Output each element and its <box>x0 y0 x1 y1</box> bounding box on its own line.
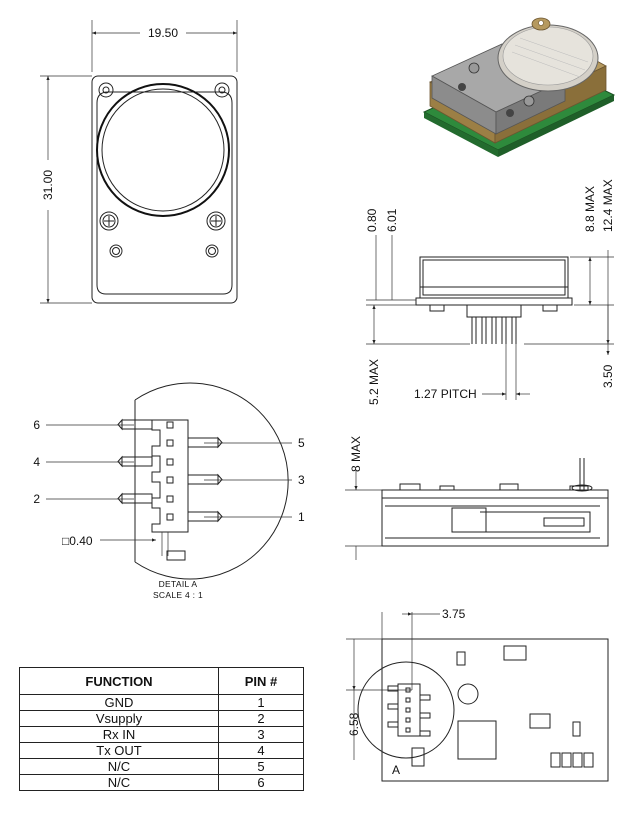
mount-hole <box>205 244 219 258</box>
detail-a-view: 6 5 4 3 2 1 □0.40 DETAIL A SCALE 4 : 1 <box>33 382 305 600</box>
bottom-outline <box>381 638 609 782</box>
table-row: Rx IN 3 <box>19 726 304 743</box>
table-cell-pin: 3 <box>218 726 304 743</box>
detail-title: DETAIL A <box>159 579 198 589</box>
table-header-function: FUNCTION <box>19 667 219 695</box>
dim-width-label: 19.50 <box>148 26 178 40</box>
table-cell-pin: 2 <box>218 710 304 727</box>
table-row: Tx OUT 4 <box>19 742 304 759</box>
bottom-view: 3.75 6.58 A <box>346 607 609 782</box>
table-row: N/C 5 <box>19 758 304 775</box>
coin-cell-battery <box>96 83 230 217</box>
table-cell-function: Vsupply <box>19 710 219 727</box>
top-view: 19.50 31.00 <box>40 20 238 304</box>
side-view: 0.80 6.01 8.8 M <box>365 179 615 405</box>
dim-pin-square-label: □0.40 <box>62 534 93 548</box>
table-cell-pin: 5 <box>218 758 304 775</box>
detail-scale: SCALE 4 : 1 <box>153 590 203 600</box>
table-cell-function: N/C <box>19 758 219 775</box>
screw-icon <box>206 211 226 231</box>
detail-pin-label-5: 5 <box>298 436 305 450</box>
dim-12-4-max-label: 12.4 MAX <box>601 179 615 232</box>
table-row: Vsupply 2 <box>19 710 304 727</box>
header-pins <box>466 304 522 344</box>
dim-5-2-max-label: 5.2 MAX <box>367 359 381 405</box>
bottom-ref-label: A <box>392 763 400 777</box>
dim-height-label: 31.00 <box>41 170 55 200</box>
table-cell-pin: 4 <box>218 742 304 759</box>
dim-3-50-label: 3.50 <box>601 364 615 388</box>
table-row: N/C 6 <box>19 774 304 791</box>
table-cell-function: Rx IN <box>19 726 219 743</box>
table-cell-function: N/C <box>19 774 219 791</box>
dim-3-75-label: 3.75 <box>442 607 466 621</box>
dim-8-max-label: 8 MAX <box>349 436 363 472</box>
screw-icon <box>99 211 119 231</box>
front-view: 8 MAX <box>345 436 609 560</box>
dim-8-8-max-label: 8.8 MAX <box>583 186 597 232</box>
dim-0-80-label: 0.80 <box>365 208 379 232</box>
isometric-view <box>422 17 616 157</box>
table-cell-function: GND <box>19 694 219 711</box>
detail-pin-label-1: 1 <box>298 510 305 524</box>
table-row: GND 1 <box>19 694 304 711</box>
detail-pin-label-2: 2 <box>33 492 40 506</box>
detail-pin-label-3: 3 <box>298 473 305 487</box>
pin-function-table: FUNCTION PIN # GND 1 Vsupply 2 Rx IN 3 T… <box>19 667 304 791</box>
detail-pin-label-6: 6 <box>33 418 40 432</box>
dim-6-58-label: 6.58 <box>347 712 361 736</box>
table-cell-pin: 1 <box>218 694 304 711</box>
table-cell-function: Tx OUT <box>19 742 219 759</box>
table-header-pin: PIN # <box>218 667 304 695</box>
table-cell-pin: 6 <box>218 774 304 791</box>
dim-6-01-label: 6.01 <box>385 208 399 232</box>
module-outline <box>91 75 238 304</box>
detail-pin-label-4: 4 <box>33 455 40 469</box>
mount-hole <box>109 244 123 258</box>
side-body <box>419 256 569 299</box>
dim-pitch-label: 1.27 PITCH <box>414 387 477 401</box>
